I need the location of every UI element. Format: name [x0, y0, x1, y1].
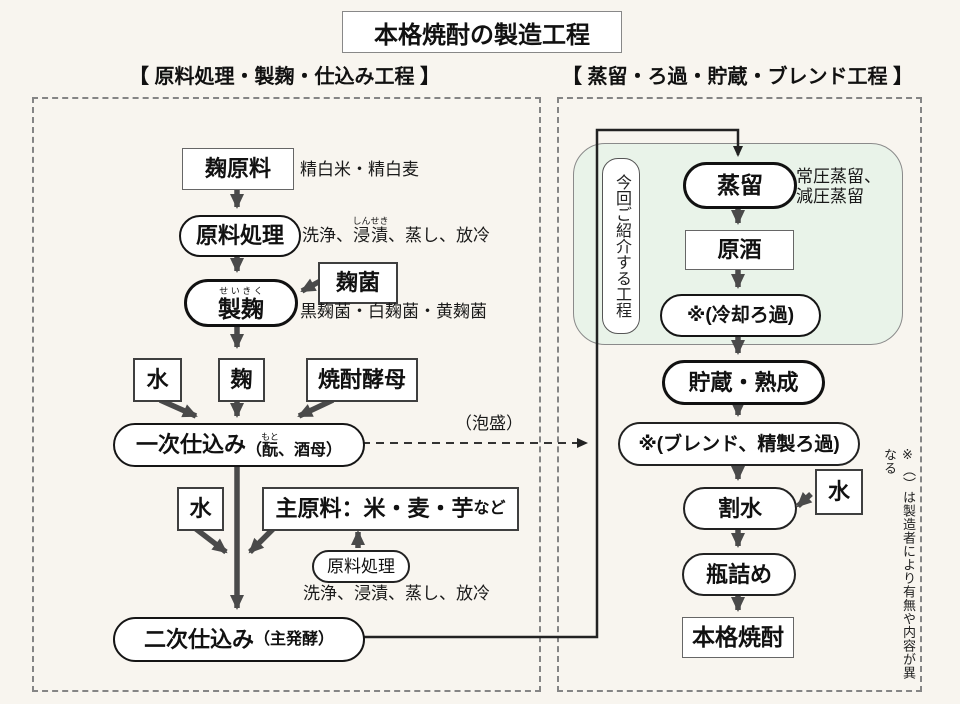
node-koji-mold: 麹菌	[318, 262, 398, 304]
intro-badge: 今回ご紹介する工程	[602, 158, 640, 334]
material-processing-note: 洗浄、浸漬しんせき、蒸し、放冷	[302, 216, 490, 246]
processing-note-pre: 洗浄、	[302, 226, 353, 245]
second-mash-sub: （主発酵）	[254, 630, 335, 648]
node-water-2: 水	[177, 487, 224, 531]
first-mash-ruby-base: 酛	[261, 441, 279, 459]
first-mash-sub: （酛もと、酒母）	[246, 432, 342, 459]
node-water-3: 水	[815, 469, 863, 515]
arrow-water2-to-secondmash	[194, 526, 228, 555]
node-storage-aging: 貯蔵・熟成	[662, 360, 825, 405]
node-main-material: 主原料：米・麦・芋など	[262, 487, 519, 531]
node-water-1: 水	[133, 358, 182, 402]
node-raw-spirit: 原酒	[685, 230, 794, 270]
node-bottling: 瓶詰め	[682, 553, 796, 596]
node-shochu-yeast: 焼酎酵母	[306, 358, 418, 402]
diagram-title: 本格焼酎の製造工程	[342, 11, 622, 53]
node-water-dilution: 割水	[683, 487, 797, 530]
node-koji: 麹	[218, 358, 265, 402]
node-blending: ※(ブレンド、精製ろ過)	[618, 422, 860, 466]
processing-note-ruby-text: しんせき	[352, 216, 389, 226]
node-koji-material: 麹原料	[182, 148, 294, 190]
main-material-label: 主原料：米・麦・芋	[275, 496, 474, 521]
koji-material-note: 精白米・精白麦	[300, 160, 419, 179]
node-distillation: 蒸留	[683, 162, 797, 209]
node-second-mash: 二次仕込み（主発酵）	[113, 617, 365, 662]
koji-mold-note: 黒麹菌・白麹菌・黄麹菌	[300, 302, 487, 321]
first-mash-label: 一次仕込み	[135, 432, 246, 457]
second-mash-label: 二次仕込み	[143, 626, 254, 652]
node-material-processing-2: 原料処理	[312, 550, 410, 583]
processing-note-ruby: 浸漬しんせき	[352, 216, 389, 245]
first-mash-sub-pre: （	[245, 441, 262, 459]
node-cold-filtration: ※(冷却ろ過)	[660, 294, 821, 337]
arrow-mainmaterial-to-secondmash	[248, 527, 275, 554]
koji-making-label: 製麹	[218, 295, 264, 322]
main-material-suffix: など	[473, 500, 506, 517]
first-mash-ruby-text: もと	[261, 431, 279, 442]
first-mash-ruby: 酛もと	[261, 432, 279, 459]
processing-note-ruby-base: 浸漬	[352, 226, 389, 245]
left-section-header: 【 原料処理・製麹・仕込み工程 】	[128, 66, 441, 88]
distillation-note-line1: 常圧蒸留、	[796, 167, 881, 186]
footnote-vertical: ※（）は製造者により有無や内容が異なる	[882, 448, 916, 680]
node-first-mash: 一次仕込み（酛もと、酒母）	[113, 423, 365, 467]
koji-making-ruby-text: せいきく	[218, 285, 264, 296]
first-mash-sub-post: 、酒母）	[278, 441, 343, 459]
distillation-note-line2: 減圧蒸留	[796, 187, 864, 207]
material-processing-2-note: 洗浄、浸漬、蒸し、放冷	[303, 584, 490, 603]
right-section-header: 【 蒸留・ろ過・貯蔵・ブレンド工程 】	[561, 66, 914, 88]
node-koji-making: 製麹せいきく	[184, 279, 298, 327]
left-section-frame	[32, 97, 541, 692]
arrow-water1-to-firstmash	[158, 397, 198, 419]
processing-note-post: 、蒸し、放冷	[388, 226, 491, 245]
arrow-water3-to-dilution	[796, 491, 813, 509]
node-honkaku-shochu: 本格焼酎	[682, 617, 794, 658]
node-material-processing: 原料処理	[179, 215, 301, 257]
awamori-label: （泡盛）	[455, 414, 523, 433]
koji-making-ruby: 製麹せいきく	[218, 286, 264, 321]
arrow-yeast-to-firstmash	[297, 397, 335, 419]
right-section-frame	[557, 97, 922, 692]
distillation-note: 常圧蒸留、 減圧蒸留	[796, 167, 881, 208]
connector-secondmash-to-distillation	[360, 128, 743, 639]
